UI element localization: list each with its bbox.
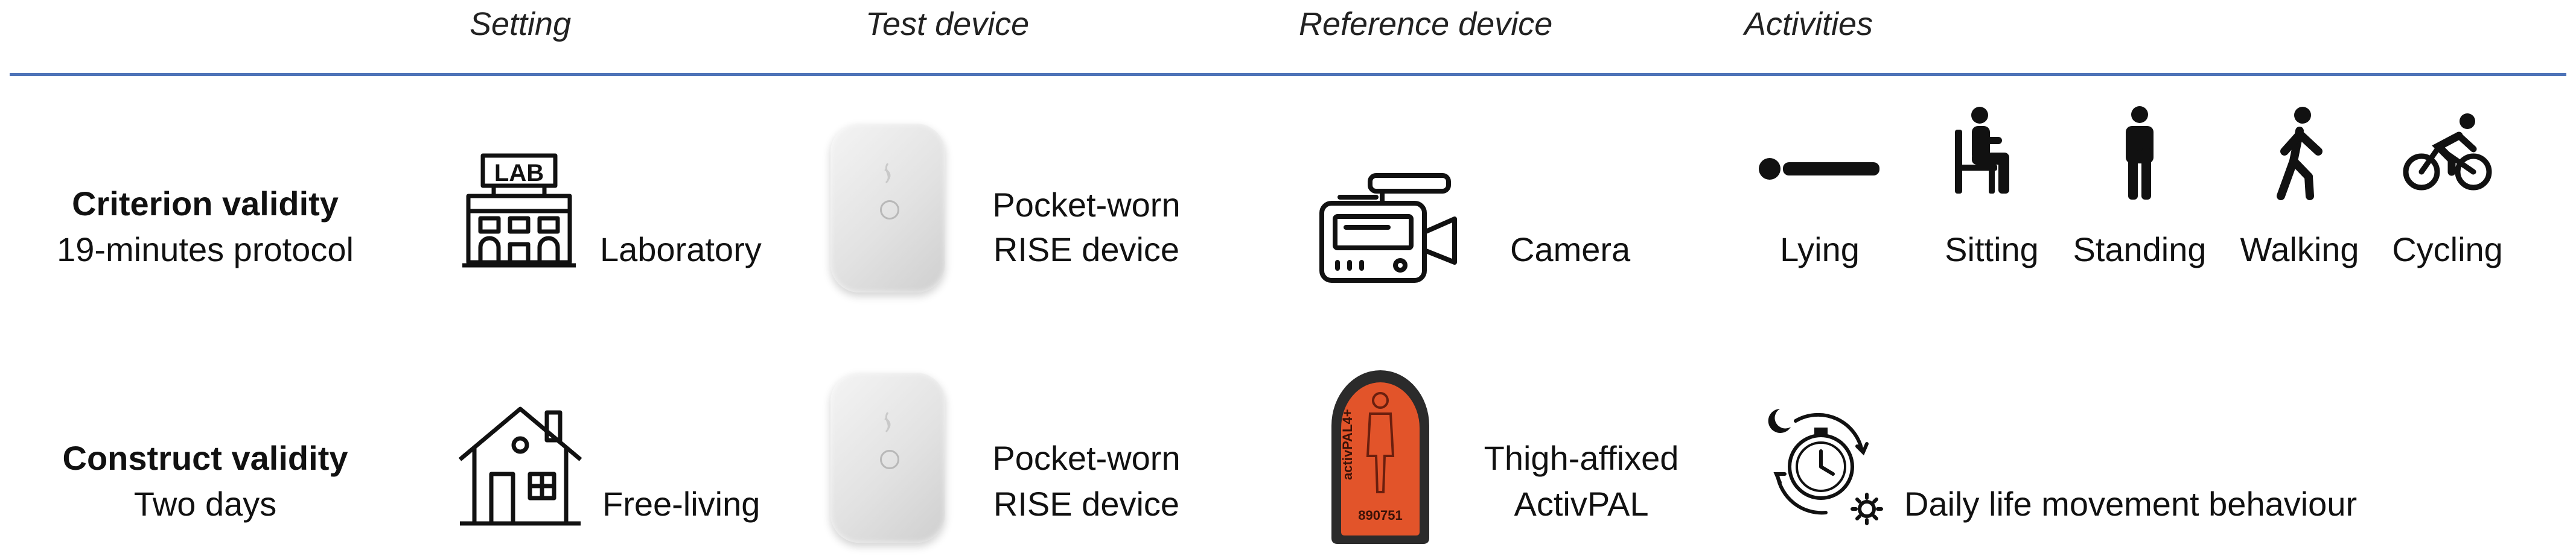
row-construct-title-text: Construct validity <box>62 439 348 477</box>
activity-daily-life-label: Daily life movement behaviour <box>1904 485 2358 523</box>
rise-device-image <box>831 124 945 292</box>
activity-standing-label: Standing <box>2073 230 2207 268</box>
test-device-row1-line2: RISE device <box>993 230 1180 268</box>
test-device-row1-line1: Pocket-worn <box>992 186 1181 224</box>
test-device-row2-line2: RISE device <box>993 485 1180 523</box>
row-construct-title: Construct validity <box>54 435 356 481</box>
device-power-button <box>880 450 899 469</box>
reference-activpal-line2: ActivPAL <box>1514 485 1649 523</box>
activpal-sensor: activPAL4+ 890751 <box>1327 365 1434 546</box>
row-construct-subtitle: Two days <box>133 485 277 523</box>
activpal-brand-label: activPAL4+ <box>1340 409 1355 480</box>
lying-person-icon <box>1756 136 1883 202</box>
activity-sitting-label: Sitting <box>1945 230 2039 268</box>
header-divider <box>10 73 2566 76</box>
rise-device-image <box>831 373 945 543</box>
setting-laboratory-label: Laboratory <box>600 230 762 268</box>
svg-text:LAB: LAB <box>494 160 544 186</box>
activity-cycling-label: Cycling <box>2392 230 2503 268</box>
walking-person-icon <box>2266 106 2327 202</box>
reference-camera-label: Camera <box>1510 230 1631 268</box>
house-icon <box>456 403 584 527</box>
standing-person-icon <box>2119 106 2161 202</box>
activity-lying-label: Lying <box>1780 230 1860 268</box>
row-criterion-subtitle: 19-minutes protocol <box>57 230 354 268</box>
row-criterion-title-text: Criterion validity <box>72 185 339 223</box>
sitting-person-icon <box>1953 106 2019 196</box>
rise-logo-icon <box>884 163 891 184</box>
activity-walking-label: Walking <box>2240 230 2359 268</box>
test-device-row2-line1: Pocket-worn <box>992 439 1181 477</box>
setting-free-living-label: Free-living <box>602 485 760 523</box>
row-criterion-title: Criterion validity <box>54 181 356 227</box>
header-activities: Activities <box>1744 6 1873 42</box>
activpal-serial: 890751 <box>1358 508 1402 523</box>
rise-logo-icon <box>884 412 891 433</box>
day-night-clock-icon <box>1759 403 1892 529</box>
header-test-device: Test device <box>866 6 1030 42</box>
reference-activpal-line1: Thigh-affixed <box>1484 439 1679 477</box>
device-power-button <box>880 200 899 220</box>
header-reference-device: Reference device <box>1299 6 1553 42</box>
header-setting: Setting <box>470 6 572 42</box>
cycling-person-icon <box>2402 112 2493 193</box>
video-camera-icon <box>1316 172 1461 286</box>
laboratory-building-icon: LAB <box>459 151 579 271</box>
